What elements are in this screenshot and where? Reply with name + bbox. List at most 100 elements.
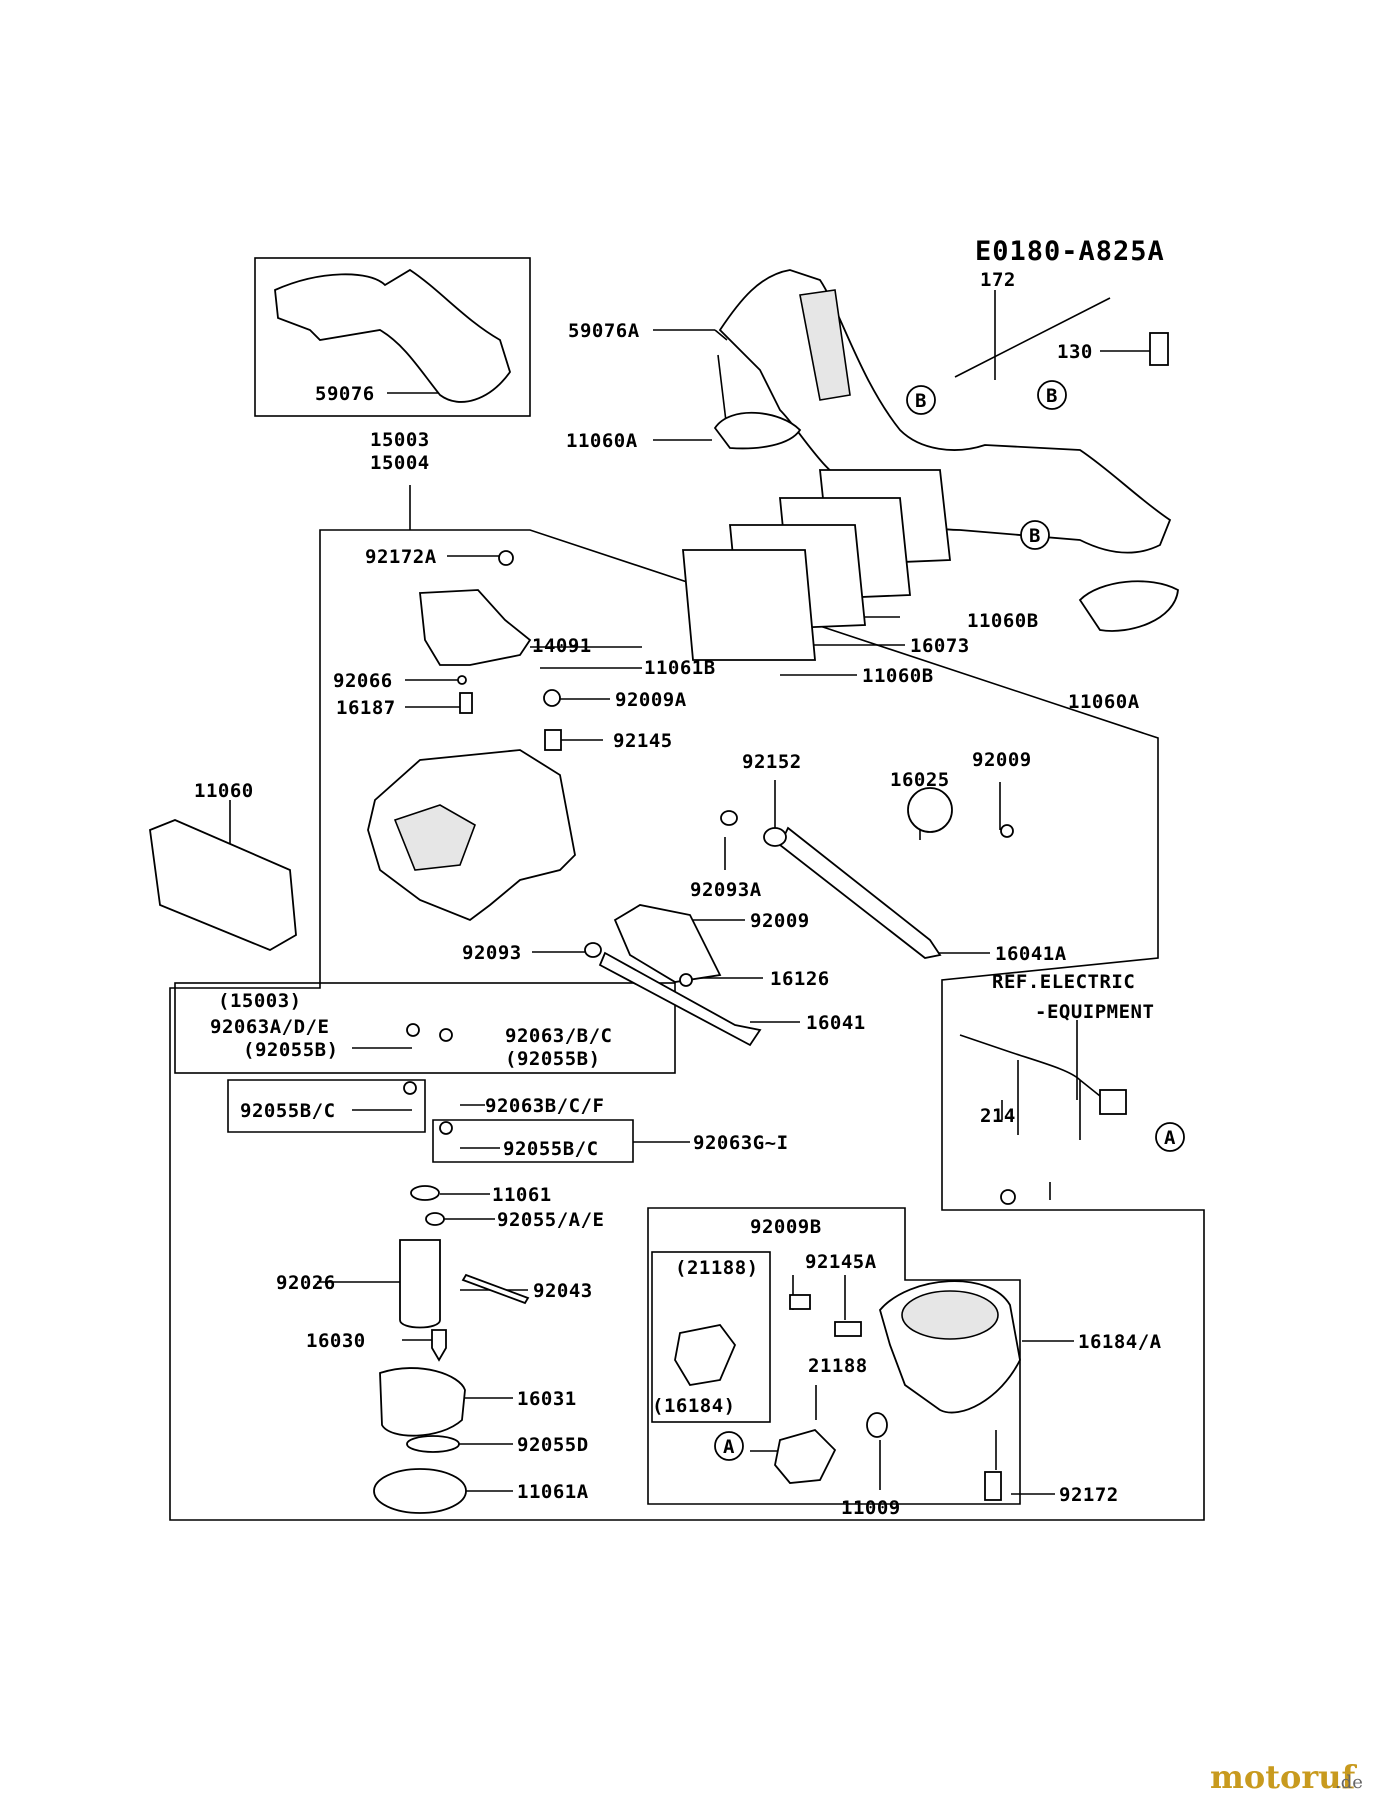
bolt-130-shape <box>1149 332 1169 366</box>
label-16031: 16031 <box>517 1388 577 1410</box>
gasket-11060B-3-shape <box>682 549 816 661</box>
label-92145: 92145 <box>613 730 673 752</box>
screw-92172-shape <box>984 1471 1002 1501</box>
solenoid-21188-inset-shape <box>674 1324 737 1386</box>
label-11060B-2: 11060B <box>862 665 934 687</box>
screw-92009B-shape <box>789 1294 811 1310</box>
throttle-bore-shape <box>901 1290 999 1340</box>
diagram-code: E0180-A825A <box>975 236 1165 267</box>
label-92055AE: 92055/A/E <box>497 1209 604 1231</box>
label-92172: 92172 <box>1059 1484 1119 1506</box>
ring-92066-shape <box>457 675 467 685</box>
label-16041A: 16041A <box>995 943 1067 965</box>
label-92145A: 92145A <box>805 1251 877 1273</box>
label-172: 172 <box>980 269 1016 291</box>
shaft-16041A-shape <box>778 826 942 959</box>
part-shapes <box>149 268 1179 1514</box>
label-15003-paren: (15003) <box>218 990 302 1012</box>
label-16184A: 16184/A <box>1078 1331 1162 1353</box>
screw-92009-b-shape <box>679 973 693 987</box>
callout-a1-circle <box>1155 1122 1185 1152</box>
label-16073: 16073 <box>910 635 970 657</box>
box-21188-16184 <box>651 1251 771 1423</box>
callout-a2-circle <box>714 1431 744 1461</box>
label-92172A: 92172A <box>365 546 437 568</box>
carb-throat-shape <box>393 804 476 871</box>
label-11060A-right: 11060A <box>1068 691 1140 713</box>
label-ref-electric-1: REF.ELECTRIC <box>992 971 1135 993</box>
jet-92063GI-shape <box>439 1121 453 1135</box>
connector-shape <box>1099 1089 1127 1115</box>
box-15003-jets <box>174 982 676 1074</box>
gasket-11060-shape <box>149 819 297 952</box>
label-21188-paren: (21188) <box>675 1257 759 1279</box>
label-92063GI: 92063G~I <box>693 1132 789 1154</box>
label-16025: 16025 <box>890 769 950 791</box>
label-92055D: 92055D <box>517 1434 589 1456</box>
label-92026: 92026 <box>276 1272 336 1294</box>
callout-a2: A <box>723 1436 735 1458</box>
label-16041: 16041 <box>806 1012 866 1034</box>
jet-92063BC-shape <box>439 1028 453 1042</box>
float-92026-shape <box>399 1239 441 1329</box>
outline-15003 <box>169 529 1205 1521</box>
callout-b3-circle <box>1020 520 1050 550</box>
label-16187: 16187 <box>336 697 396 719</box>
label-16184-paren: (16184) <box>652 1395 736 1417</box>
box-92063GI <box>432 1119 634 1163</box>
label-92055BC-1: 92055B/C <box>240 1100 336 1122</box>
oring-92055D-shape <box>406 1435 460 1453</box>
pin-92043-shape <box>461 1273 530 1305</box>
gasket-11060A-right-shape <box>1078 580 1179 632</box>
callout-b2: B <box>1046 385 1058 407</box>
label-16030: 16030 <box>306 1330 366 1352</box>
label-92066: 92066 <box>333 670 393 692</box>
watermark-tld: .de <box>1335 1772 1363 1793</box>
label-92055B-right: (92055B) <box>505 1048 601 1070</box>
seal-92093A-shape <box>720 810 738 826</box>
callout-b3: B <box>1029 525 1041 547</box>
float-bowl-16031-shape <box>379 1367 466 1437</box>
callouts: B B B A A <box>714 380 1185 1461</box>
label-92009A: 92009A <box>615 689 687 711</box>
diagram-frames <box>169 257 1205 1521</box>
label-130: 130 <box>1057 341 1093 363</box>
label-59076A: 59076A <box>568 320 640 342</box>
label-ref-electric-2: -EQUIPMENT <box>1035 1001 1154 1023</box>
label-92009-b: 92009 <box>750 910 810 932</box>
label-16126: 16126 <box>770 968 830 990</box>
inset-box-59076 <box>254 257 531 417</box>
callout-b2-circle <box>1037 380 1067 410</box>
callout-b1: B <box>915 390 927 412</box>
label-11061: 11061 <box>492 1184 552 1206</box>
gasket-11061-shape <box>410 1185 440 1201</box>
needle-16030-shape <box>431 1329 447 1362</box>
label-92152: 92152 <box>742 751 802 773</box>
label-59076: 59076 <box>315 383 375 405</box>
label-92063BCF: 92063B/C/F <box>485 1095 604 1117</box>
screw-92009A-shape <box>543 689 561 707</box>
label-21188: 21188 <box>808 1355 868 1377</box>
label-14091: 14091 <box>532 635 592 657</box>
label-11009: 11009 <box>841 1497 901 1519</box>
spring-92145A-shape <box>834 1321 862 1337</box>
shaft-16041-shape <box>598 951 762 1047</box>
watermark: motoruf .de <box>1210 1758 1363 1796</box>
label-92063ADE: 92063A/D/E <box>210 1016 329 1038</box>
manifold-slot-shape <box>799 289 851 401</box>
screw-92172A-shape <box>498 550 514 566</box>
watermark-brand: motoruf <box>1210 1758 1357 1796</box>
label-214: 214 <box>980 1105 1016 1127</box>
callout-b1-circle <box>906 385 936 415</box>
label-15003: 15003 <box>370 429 430 451</box>
oring-11061A-shape <box>373 1468 467 1514</box>
plate-16126-shape <box>613 904 722 983</box>
box-92055BC <box>227 1079 426 1133</box>
label-92093: 92093 <box>462 942 522 964</box>
label-92009B: 92009B <box>750 1216 822 1238</box>
label-11060B-1: 11060B <box>967 610 1039 632</box>
screw-16187-shape <box>459 692 473 714</box>
box-16184 <box>647 1207 1021 1505</box>
jet-92063BCF-shape <box>403 1081 417 1095</box>
